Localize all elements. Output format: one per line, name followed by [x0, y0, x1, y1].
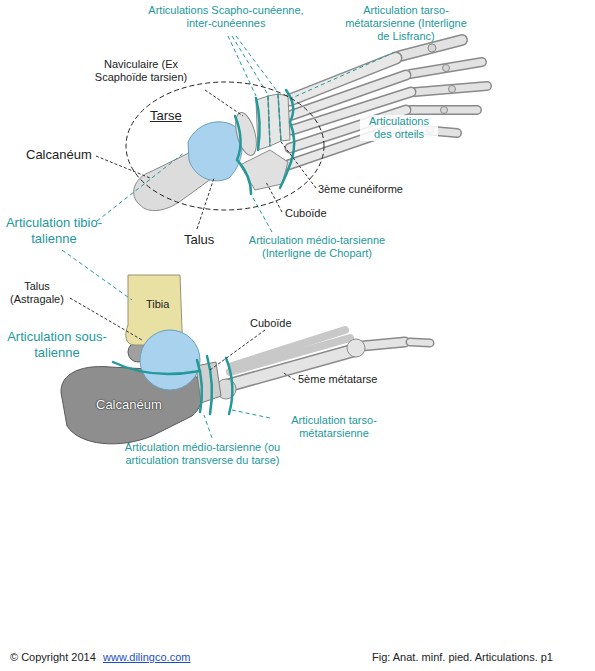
- bone-label: Calcanéum: [26, 147, 92, 163]
- bone-label: Naviculaire (Ex Scaphoïde tarsien): [78, 58, 204, 84]
- joint-label: Articulation tibio-talienne: [2, 215, 106, 246]
- website-link: www.dilingco.com: [103, 651, 190, 664]
- joint-label: Articulations Scapho-cunéenne, inter-cun…: [148, 4, 304, 30]
- upper-foot: [134, 40, 487, 211]
- joint-label: Articulations des orteils: [360, 115, 438, 141]
- joint-label: Articulation médio-tarsienne (Interligne…: [232, 234, 402, 260]
- region-heading: Tarse: [150, 108, 182, 123]
- joint-label: Articulation sous-talienne: [2, 329, 112, 360]
- dashed-ellipse: [125, 81, 325, 211]
- bone-label: 5ème métatarse: [298, 373, 377, 386]
- bone-label: Talus (Astragale): [2, 280, 72, 306]
- tarsus-region: Tarse: [125, 81, 325, 211]
- bone-label: Talus: [184, 232, 214, 248]
- figure-caption: Fig: Anat. minf. pied. Articulations. p1: [372, 651, 553, 664]
- joint-label: Articulation médio-tarsienne (ou articul…: [100, 441, 305, 467]
- lateral-foot: [61, 275, 430, 444]
- copyright-note: © Copyright 2014: [10, 651, 96, 664]
- bone-label: Tibia: [146, 298, 169, 311]
- joint-label: Articulation tarso-métatarsienne: [268, 414, 400, 440]
- bone-label: Calcanéum: [96, 397, 162, 413]
- bone-label: Cuboïde: [250, 317, 292, 330]
- joint-label: Articulation tarso-métatarsienne (Interl…: [340, 4, 472, 44]
- bone-label: Cuboïde: [285, 207, 327, 220]
- bone-label: 3ème cunéiforme: [318, 183, 403, 196]
